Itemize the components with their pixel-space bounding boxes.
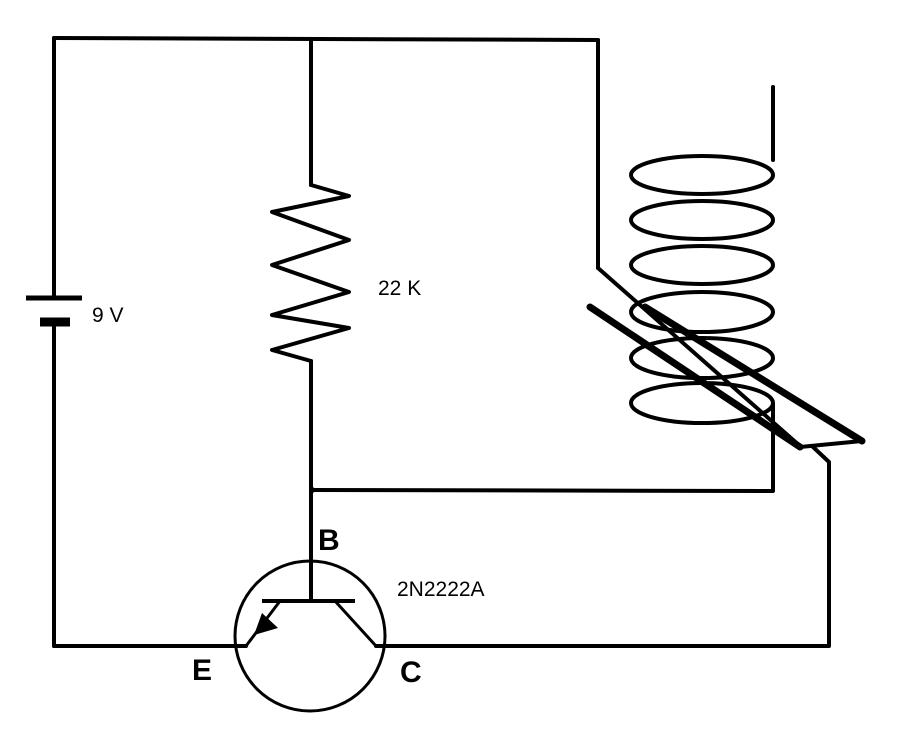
resistor-symbol — [270, 183, 351, 363]
coil-core — [586, 266, 866, 451]
battery-symbol — [26, 295, 82, 327]
battery-voltage-label: 9 V — [92, 304, 124, 327]
resistor-value-label: 22 K — [378, 277, 421, 300]
collector-return-wire — [374, 444, 831, 648]
base-to-coil-wire — [310, 403, 775, 493]
transistor-base-label: B — [318, 524, 340, 557]
top-wire — [52, 36, 600, 42]
coil-symbol — [629, 85, 775, 425]
transistor-part-label: 2N2222A — [397, 578, 485, 601]
transistor-collector-label: C — [400, 656, 422, 689]
transistor-emitter-label: E — [192, 654, 212, 687]
transistor-symbol — [233, 559, 387, 713]
